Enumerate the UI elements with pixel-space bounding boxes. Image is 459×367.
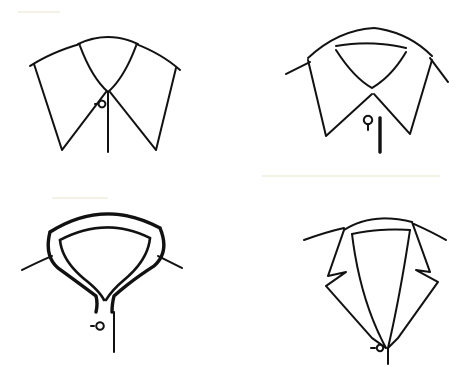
collar-notched-lapel (304, 218, 446, 364)
button-icon (99, 101, 106, 108)
button-icon (364, 116, 372, 124)
scan-artifacts (18, 12, 440, 198)
collar-pointed-shirt (286, 28, 448, 152)
collar-pointed-flat (30, 37, 180, 152)
collar-high-stand (22, 214, 182, 352)
button-icon (377, 345, 383, 351)
button-icon (96, 322, 104, 330)
